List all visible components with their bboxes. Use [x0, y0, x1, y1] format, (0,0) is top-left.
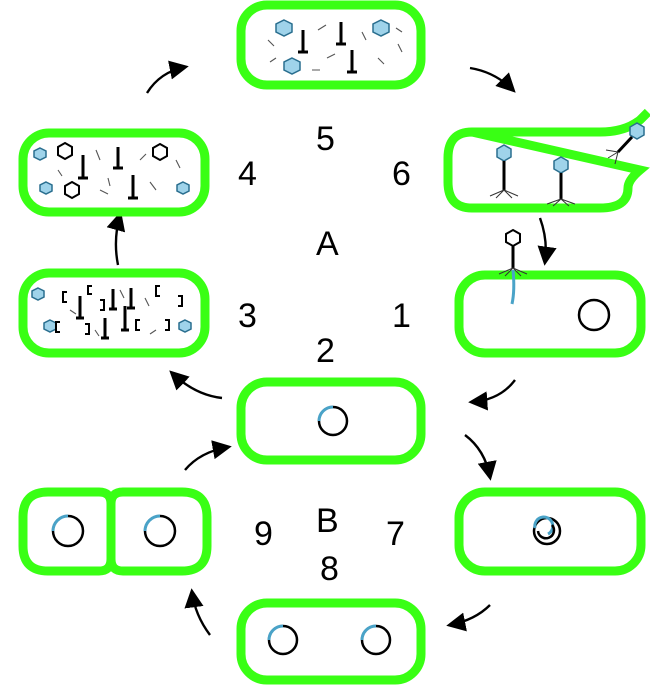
cycle-label-a: A	[316, 225, 339, 263]
step-label-6: 6	[392, 155, 411, 193]
arrow-5-to-6	[469, 66, 516, 93]
phage-tail-icon	[76, 288, 135, 340]
phage-head-icon	[31, 287, 192, 333]
phage-tail-icon	[78, 147, 138, 200]
step-label-3: 3	[238, 297, 257, 335]
phage-icon	[498, 228, 528, 305]
cell-step-9	[18, 487, 212, 576]
phage-head-icon	[33, 141, 190, 200]
cell-step-8	[236, 598, 426, 685]
step-label-4: 4	[238, 155, 257, 193]
cell-step-5	[236, 0, 426, 90]
phage-icon	[489, 122, 645, 207]
cell-step-2	[236, 377, 426, 465]
cycle-label-b: B	[316, 502, 339, 540]
cell-step-6	[443, 108, 650, 213]
arrow-9-to-2	[184, 440, 232, 471]
phage-dna-segment	[143, 514, 161, 532]
arrow-2-to-3	[169, 370, 223, 400]
arrow-6-to-1	[537, 217, 557, 266]
step-label-5: 5	[316, 120, 335, 158]
cell-step-7	[454, 487, 646, 576]
cell-step-3	[18, 268, 210, 358]
arrow-8-to-9	[184, 588, 211, 636]
phage-dna-segment	[317, 405, 334, 422]
phage-tail-icon	[298, 22, 357, 74]
step-label-9: 9	[254, 515, 273, 553]
step-label-7: 7	[386, 515, 405, 553]
phage-dna-segment	[51, 514, 69, 532]
arrow-2-to-7	[464, 434, 497, 481]
step-label-1: 1	[392, 297, 411, 335]
phage-dna-loop	[533, 515, 555, 536]
step-label-2: 2	[316, 332, 335, 370]
bacterial-chromosome	[577, 298, 611, 332]
phage-head-icon	[275, 19, 390, 75]
cell-step-4	[18, 128, 210, 217]
arrow-4-to-5	[145, 60, 189, 94]
cell-step-1	[454, 228, 646, 358]
step-label-8: 8	[320, 550, 339, 588]
arrow-1-to-2	[468, 379, 516, 411]
phage-dna-segment	[267, 624, 284, 641]
phage-dna-segment	[360, 624, 377, 641]
arrow-7-to-8	[446, 604, 491, 632]
arrow-3-to-4	[106, 211, 126, 266]
